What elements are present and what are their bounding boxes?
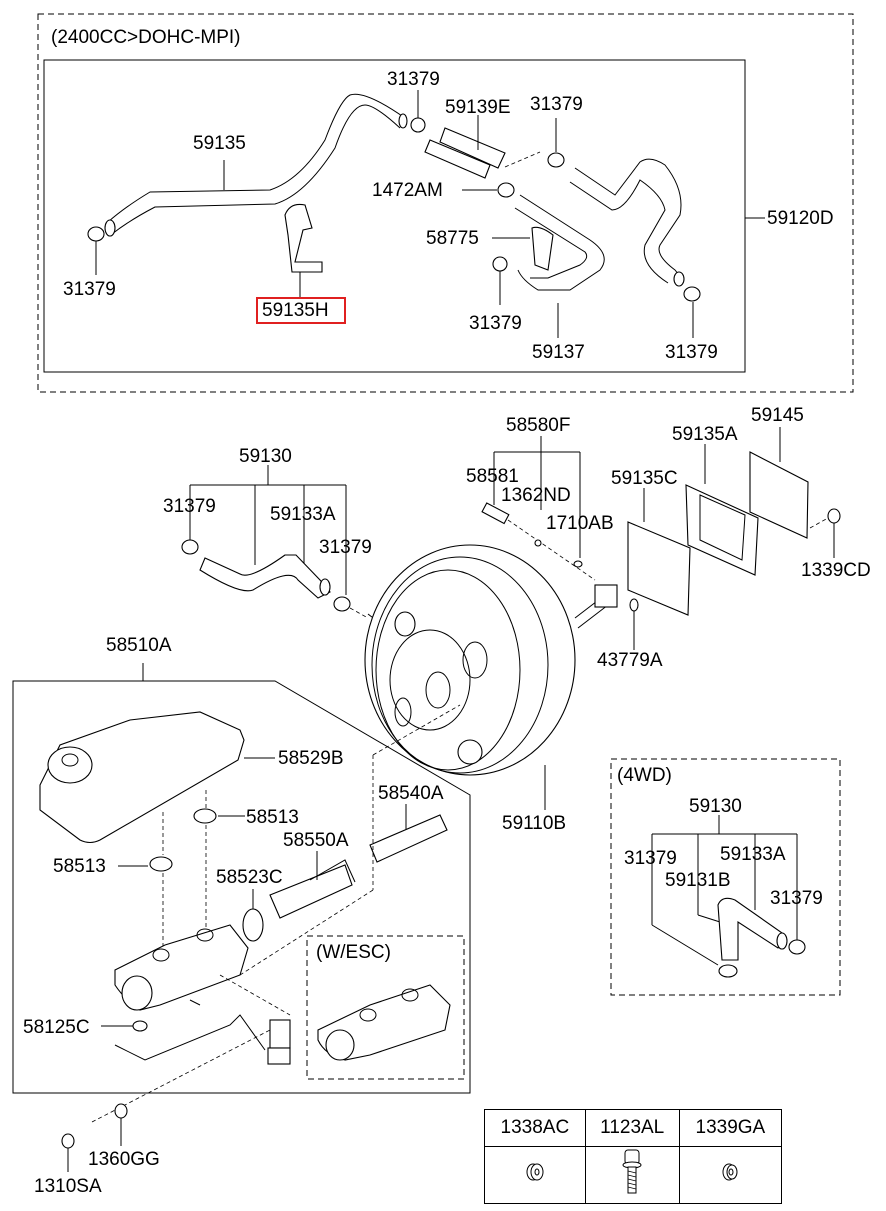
part-label-59133A[interactable]: 59133A — [720, 844, 786, 865]
master-cylinder-frame — [12, 663, 471, 1094]
part-label-31379[interactable]: 31379 — [319, 537, 372, 558]
master-cylinder-esc[interactable] — [317, 984, 451, 1061]
engine-variant-frame — [43, 59, 746, 373]
o-ring-58523C[interactable] — [242, 908, 264, 942]
piston-58550A[interactable] — [269, 859, 356, 919]
leader-59130 — [189, 465, 347, 595]
brake-booster-59110B[interactable] — [364, 544, 576, 810]
hose-right — [569, 158, 685, 287]
part-label-59131B[interactable]: 59131B — [665, 870, 731, 891]
part-label-31379[interactable]: 31379 — [387, 69, 440, 90]
piston-58540A[interactable] — [369, 814, 448, 863]
bolt-icon — [622, 1149, 642, 1194]
four-wd-title: (4WD) — [617, 765, 672, 786]
hose-59137[interactable] — [514, 194, 605, 291]
assembly-label-58510A[interactable]: 58510A — [106, 635, 172, 656]
part-label-43779A[interactable]: 43779A — [597, 650, 663, 671]
engine-variant-title: (2400CC>DOHC-MPI) — [51, 27, 241, 48]
gasket-59145[interactable] — [749, 451, 809, 539]
hardware-header-1339GA[interactable]: 1339GA — [678, 1109, 783, 1147]
part-label-31379[interactable]: 31379 — [163, 496, 216, 517]
part-label-1339CD[interactable]: 1339CD — [801, 560, 871, 581]
part-label-1710AB[interactable]: 1710AB — [546, 513, 614, 534]
hardware-cell — [584, 1146, 680, 1204]
highlight-box — [256, 297, 346, 324]
part-label-59135[interactable]: 59135 — [193, 133, 246, 154]
part-label-1362ND[interactable]: 1362ND — [501, 485, 571, 506]
yoke — [594, 584, 618, 608]
part-label-58540A[interactable]: 58540A — [378, 783, 444, 804]
hardware-cell — [678, 1146, 783, 1204]
nut-icon — [722, 1163, 738, 1181]
part-label-31379[interactable]: 31379 — [665, 342, 718, 363]
part-label-59137[interactable]: 59137 — [532, 342, 585, 363]
spacer-59135A[interactable] — [685, 484, 759, 576]
hose-59131B[interactable] — [717, 897, 788, 961]
part-label-58529B[interactable]: 58529B — [278, 748, 344, 769]
part-label-59145[interactable]: 59145 — [751, 405, 804, 426]
clamp-icon — [87, 226, 105, 275]
part-label-58125C[interactable]: 58125C — [23, 1017, 90, 1038]
part-label-58513[interactable]: 58513 — [53, 856, 106, 877]
bracket-59135H[interactable] — [284, 203, 323, 298]
valve-59139E[interactable] — [424, 115, 506, 179]
part-label-1472AM[interactable]: 1472AM — [372, 180, 443, 201]
kit-label-58580F[interactable]: 58580F — [506, 415, 571, 436]
hardware-header-1123AL[interactable]: 1123AL — [584, 1109, 680, 1147]
assembly-label-59120D[interactable]: 59120D — [767, 208, 834, 229]
w-esc-title: (W/ESC) — [316, 942, 391, 963]
assembly-label-59130[interactable]: 59130 — [239, 446, 292, 467]
hose-59135[interactable] — [104, 93, 406, 237]
part-label-58513[interactable]: 58513 — [246, 807, 299, 828]
hardware-table: 1338AC 1123AL 1339GA — [484, 1109, 783, 1204]
reservoir-58529B[interactable] — [39, 711, 245, 844]
part-label-58581[interactable]: 58581 — [466, 466, 519, 487]
hardware-cell — [484, 1146, 586, 1204]
hose-59130[interactable] — [199, 554, 331, 599]
engine-variant-dashed-frame — [37, 13, 854, 393]
part-label-59135A[interactable]: 59135A — [672, 424, 738, 445]
part-label-59135C[interactable]: 59135C — [611, 468, 678, 489]
part-label-1360GG[interactable]: 1360GG — [88, 1149, 160, 1170]
part-label-31379[interactable]: 31379 — [63, 279, 116, 300]
part-label-31379[interactable]: 31379 — [624, 848, 677, 869]
part-label-59139E[interactable]: 59139E — [445, 97, 511, 118]
part-label-58523C[interactable]: 58523C — [216, 867, 283, 888]
master-cylinder-body[interactable] — [114, 924, 249, 1011]
flange-nut-icon — [526, 1163, 544, 1181]
assembly-label-59130[interactable]: 59130 — [689, 796, 742, 817]
part-label-31379[interactable]: 31379 — [469, 313, 522, 334]
four-wd-frame — [610, 758, 841, 996]
part-label-59135H[interactable]: 59135H — [262, 300, 329, 321]
sensor-wire — [114, 1014, 291, 1065]
hardware-header-1338AC[interactable]: 1338AC — [484, 1109, 586, 1147]
part-label-58550A[interactable]: 58550A — [283, 830, 349, 851]
clip-58775[interactable] — [492, 226, 554, 271]
part-label-31379[interactable]: 31379 — [530, 94, 583, 115]
part-label-1310SA[interactable]: 1310SA — [34, 1176, 102, 1197]
gasket-59135C[interactable] — [627, 521, 691, 616]
part-label-31379[interactable]: 31379 — [770, 888, 823, 909]
part-label-59110B[interactable]: 59110B — [502, 813, 567, 834]
part-label-59133A[interactable]: 59133A — [270, 504, 336, 525]
part-label-58775[interactable]: 58775 — [426, 228, 479, 249]
